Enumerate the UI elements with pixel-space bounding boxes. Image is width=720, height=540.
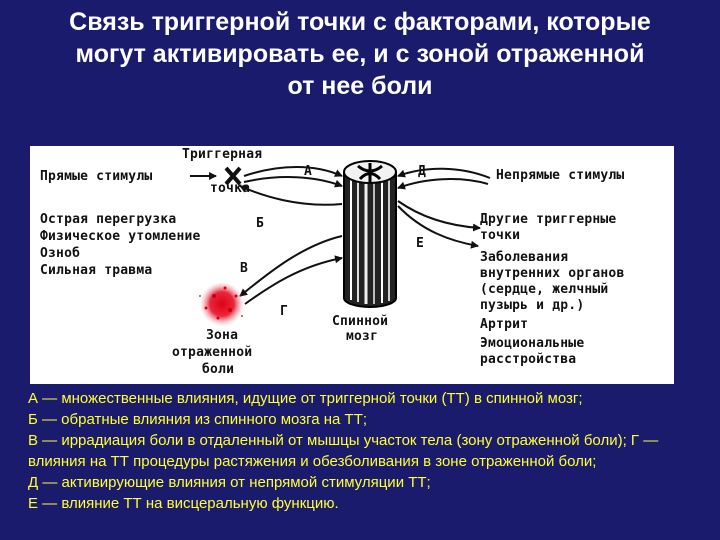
left-factor-2: Физическое утомление xyxy=(40,229,201,244)
arrow-label-b: Б xyxy=(256,216,265,231)
diagram-caption: А — множественные влияния, идущие от три… xyxy=(28,388,700,514)
arrow-label-e: Е xyxy=(416,236,425,251)
referred-pain-zone xyxy=(199,282,244,326)
caption-line-d: Д — активирующие влияния от непрямой сти… xyxy=(28,474,431,491)
arrow-v xyxy=(239,235,343,297)
diagram-graphics xyxy=(190,160,491,326)
arrow-e xyxy=(397,200,481,232)
arrow-label-v: В xyxy=(240,261,249,276)
right-factor-1: Другие триггерные xyxy=(480,212,617,227)
arrow-d2 xyxy=(397,178,489,190)
arrow-g xyxy=(244,255,343,305)
caption-line-e: Е — влияние ТТ на висцеральную функцию. xyxy=(28,495,339,512)
title-line-3: от нее боли xyxy=(287,72,433,100)
slide-title: Связь триггерной точки с факторами, кото… xyxy=(0,6,720,102)
left-factor-4: Сильная травма xyxy=(40,263,153,278)
referred-zone-line-3: боли xyxy=(202,362,235,377)
right-factor-5: (сердце, желчный xyxy=(480,282,609,297)
arrow-label-g: Г xyxy=(280,304,289,319)
right-factor-2: точки xyxy=(480,228,521,243)
caption-line-b: Б — обратные влияния из спинного мозга н… xyxy=(28,411,368,428)
title-line-1: Связь триггерной точки с факторами, кото… xyxy=(69,8,651,36)
arrow-a2 xyxy=(243,176,343,188)
arrow-b xyxy=(239,185,343,206)
trigger-point-label-1: Триггерная xyxy=(182,147,263,162)
left-factor-3: Озноб xyxy=(40,246,81,261)
trigger-point-diagram: Прямые стимулы Триггерная точка Острая п… xyxy=(30,146,674,384)
indirect-stimuli-label: Непрямые стимулы xyxy=(496,168,625,183)
spinal-cord-label-2: мозг xyxy=(346,329,379,344)
right-factor-7: Артрит xyxy=(480,317,529,332)
referred-zone-line-1: Зона xyxy=(206,328,239,343)
arrow-label-a: А xyxy=(304,164,313,179)
right-factor-6: пузырь и др.) xyxy=(480,298,585,313)
left-factor-1: Острая перегрузка xyxy=(40,212,177,227)
referred-zone-line-2: отраженной xyxy=(172,345,253,360)
arrow-a xyxy=(243,166,343,177)
spinal-cord-cylinder xyxy=(343,160,397,308)
right-factor-9: расстройства xyxy=(480,352,577,367)
arrow-label-d: Д xyxy=(418,164,427,179)
spinal-cord-label-1: Спинной xyxy=(332,314,389,329)
arrow-d xyxy=(397,167,491,179)
trigger-point-marker xyxy=(224,166,242,186)
right-factor-4: внутренних органов xyxy=(480,266,625,281)
trigger-point-label-2: точка xyxy=(210,181,251,196)
caption-line-a: А — множественные влияния, идущие от три… xyxy=(28,390,583,407)
right-factor-3: Заболевания xyxy=(480,250,569,265)
caption-line-v-g: В — иррадиация боли в отдаленный от мышц… xyxy=(28,432,659,470)
arrow-e2 xyxy=(397,205,479,249)
right-factor-8: Эмоциональные xyxy=(480,336,585,351)
title-line-2: могут активировать ее, и с зоной отражен… xyxy=(75,40,645,68)
direct-stimuli-label: Прямые стимулы xyxy=(40,169,153,184)
